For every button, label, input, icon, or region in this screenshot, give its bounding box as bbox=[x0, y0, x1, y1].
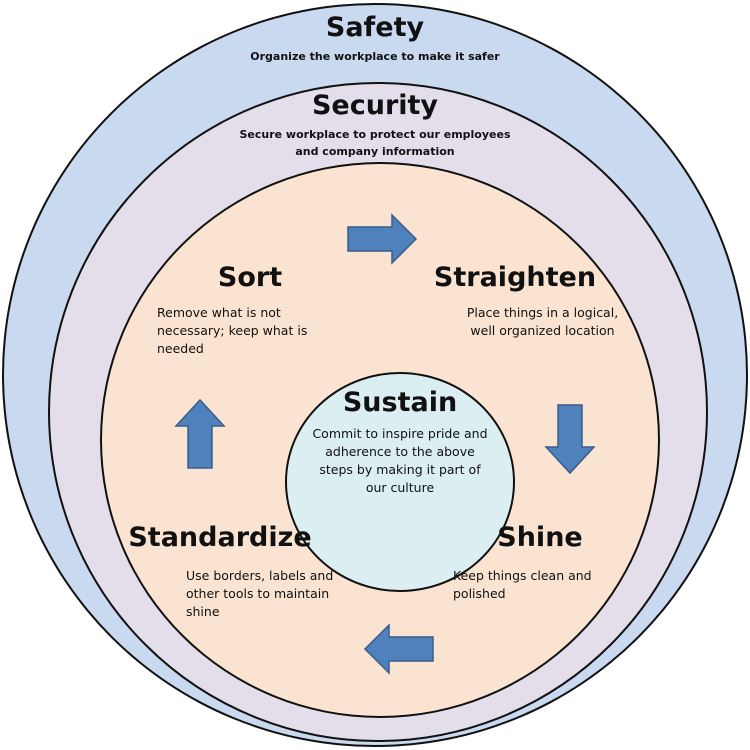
safety-description: Organize the workplace to make it safer bbox=[250, 50, 500, 63]
straighten-title: Straighten bbox=[433, 262, 597, 293]
shine-description: Keep things clean and polished bbox=[453, 568, 592, 601]
sustain-title: Sustain bbox=[342, 387, 458, 418]
sustain-circle bbox=[285, 372, 515, 592]
sort-title: Sort bbox=[217, 262, 283, 293]
standardize-title: Standardize bbox=[128, 522, 312, 553]
arrow-up-icon bbox=[174, 398, 226, 469]
sustain-description: Commit to inspire pride and adherence to… bbox=[312, 426, 488, 495]
arrow-left-icon bbox=[363, 623, 434, 675]
sort-description: Remove what is not necessary; keep what … bbox=[157, 305, 308, 356]
straighten-description: Place things in a logical, well organize… bbox=[466, 305, 619, 338]
arrow-right-icon bbox=[347, 213, 418, 265]
security-title: Security bbox=[311, 90, 439, 121]
standardize-description: Use borders, labels and other tools to m… bbox=[186, 568, 334, 619]
arrow-down-icon bbox=[544, 404, 596, 475]
safety-title: Safety bbox=[325, 12, 425, 43]
security-description: Secure workplace to protect our employee… bbox=[239, 128, 511, 158]
shine-title: Shine bbox=[497, 522, 583, 553]
